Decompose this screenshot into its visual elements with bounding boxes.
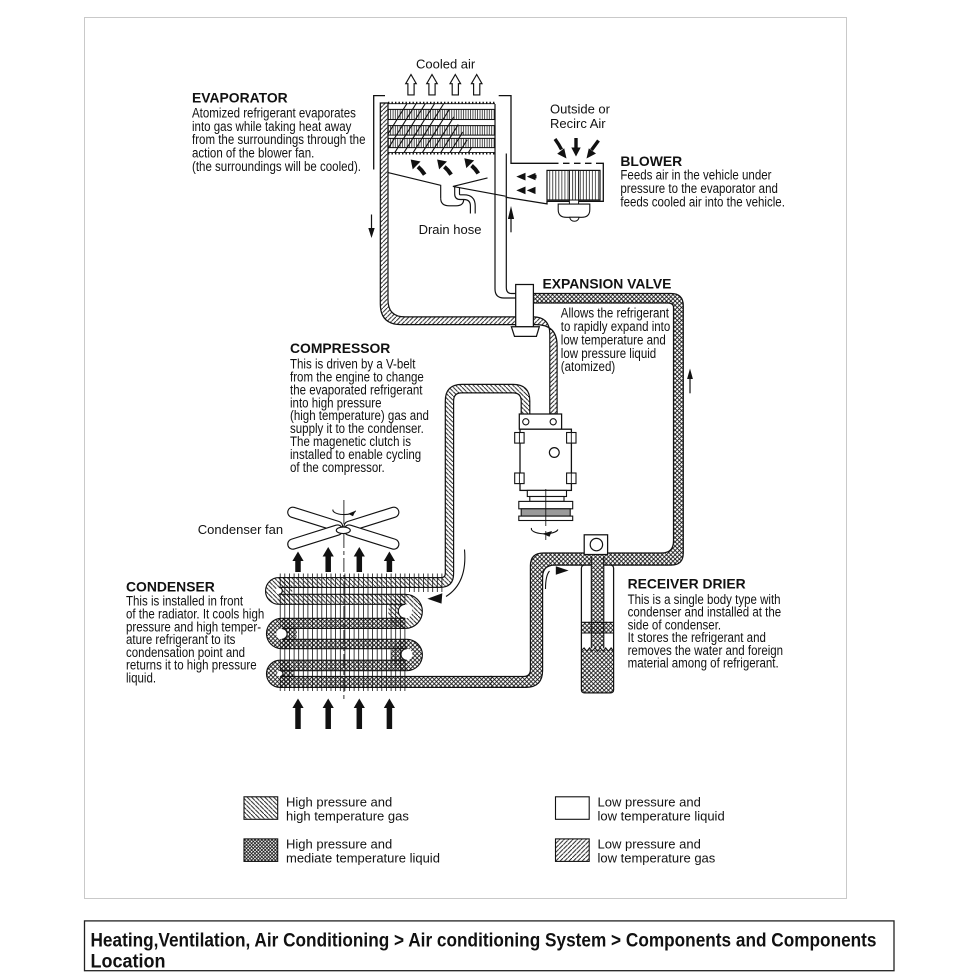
svg-text:CONDENSER: CONDENSER xyxy=(126,579,215,595)
svg-text:material among of refrigerant.: material among of refrigerant. xyxy=(628,656,779,671)
svg-text:condenser and installed at the: condenser and installed at the xyxy=(628,605,782,620)
svg-text:pressure and high temper-: pressure and high temper- xyxy=(126,619,261,634)
svg-text:This is driven by a V-belt: This is driven by a V-belt xyxy=(290,356,416,371)
svg-text:Cooled air: Cooled air xyxy=(416,56,476,71)
svg-text:from the surroundings through: from the surroundings through the xyxy=(192,132,366,147)
svg-text:(the surroundings will be cool: (the surroundings will be cooled). xyxy=(192,159,361,174)
svg-text:side of condenser.: side of condenser. xyxy=(628,617,722,632)
svg-text:of the compressor.: of the compressor. xyxy=(290,460,385,475)
svg-text:This is a single body type wit: This is a single body type with xyxy=(628,592,781,607)
svg-text:low temperature liquid: low temperature liquid xyxy=(598,808,725,823)
svg-text:(atomized): (atomized) xyxy=(561,359,615,374)
svg-text:High pressure and: High pressure and xyxy=(286,794,392,809)
svg-text:installed to enable cycling: installed to enable cycling xyxy=(290,447,421,462)
svg-text:High pressure and: High pressure and xyxy=(286,836,392,851)
svg-text:liquid.: liquid. xyxy=(126,671,156,686)
svg-text:Condenser fan: Condenser fan xyxy=(198,522,283,537)
svg-text:COMPRESSOR: COMPRESSOR xyxy=(290,340,390,356)
svg-text:low temperature and: low temperature and xyxy=(561,332,666,347)
svg-text:Low pressure and: Low pressure and xyxy=(598,836,701,851)
svg-text:low temperature gas: low temperature gas xyxy=(598,851,716,866)
svg-text:BLOWER: BLOWER xyxy=(620,153,682,169)
svg-text:removes the water and foreign: removes the water and foreign xyxy=(628,643,784,658)
svg-text:to rapidly expand into: to rapidly expand into xyxy=(561,319,671,334)
svg-text:EXPANSION VALVE: EXPANSION VALVE xyxy=(543,275,672,291)
svg-text:condensation point and: condensation point and xyxy=(126,645,245,660)
svg-text:Recirc Air: Recirc Air xyxy=(550,116,606,131)
svg-text:low pressure liquid: low pressure liquid xyxy=(561,346,656,361)
svg-text:ature refrigerant to its: ature refrigerant to its xyxy=(126,632,236,647)
svg-text:Low pressure and: Low pressure and xyxy=(598,794,701,809)
svg-text:This is installed in front: This is installed in front xyxy=(126,594,243,609)
svg-text:Allows the refrigerant: Allows the refrigerant xyxy=(561,305,669,320)
svg-text:action of the blower fan.: action of the blower fan. xyxy=(192,146,314,161)
svg-text:Atomized refrigerant evaporate: Atomized refrigerant evaporates xyxy=(192,105,356,120)
svg-text:EVAPORATOR: EVAPORATOR xyxy=(192,90,288,106)
svg-text:into high pressure: into high pressure xyxy=(290,395,382,410)
svg-text:(high temperature) gas and: (high temperature) gas and xyxy=(290,408,429,423)
svg-text:mediate temperature liquid: mediate temperature liquid xyxy=(286,851,440,866)
svg-text:into gas while taking heat awa: into gas while taking heat away xyxy=(192,119,352,134)
svg-text:high temperature gas: high temperature gas xyxy=(286,808,409,823)
svg-text:of the radiator. It cools high: of the radiator. It cools high xyxy=(126,607,264,622)
svg-text:It stores the refrigerant and: It stores the refrigerant and xyxy=(628,630,766,645)
svg-text:Drain hose: Drain hose xyxy=(419,222,482,237)
svg-text:RECEIVER DRIER: RECEIVER DRIER xyxy=(628,575,746,591)
svg-text:Heating,Ventilation, Air Condi: Heating,Ventilation, Air Conditioning > … xyxy=(91,929,877,951)
svg-text:Outside or: Outside or xyxy=(550,102,611,117)
svg-text:returns it to high pressure: returns it to high pressure xyxy=(126,658,257,673)
svg-text:from the engine to change: from the engine to change xyxy=(290,369,424,384)
svg-text:pressure to the evaporator and: pressure to the evaporator and xyxy=(620,181,778,196)
svg-text:the evaporated refrigerant: the evaporated refrigerant xyxy=(290,382,423,397)
svg-text:supply it to the condenser.: supply it to the condenser. xyxy=(290,421,424,436)
svg-text:feeds cooled air into the vehi: feeds cooled air into the vehicle. xyxy=(620,195,785,210)
svg-text:The magenetic clutch is: The magenetic clutch is xyxy=(290,434,411,449)
svg-text:Location: Location xyxy=(91,950,166,972)
svg-text:Feeds air in the vehicle under: Feeds air in the vehicle under xyxy=(620,168,772,183)
